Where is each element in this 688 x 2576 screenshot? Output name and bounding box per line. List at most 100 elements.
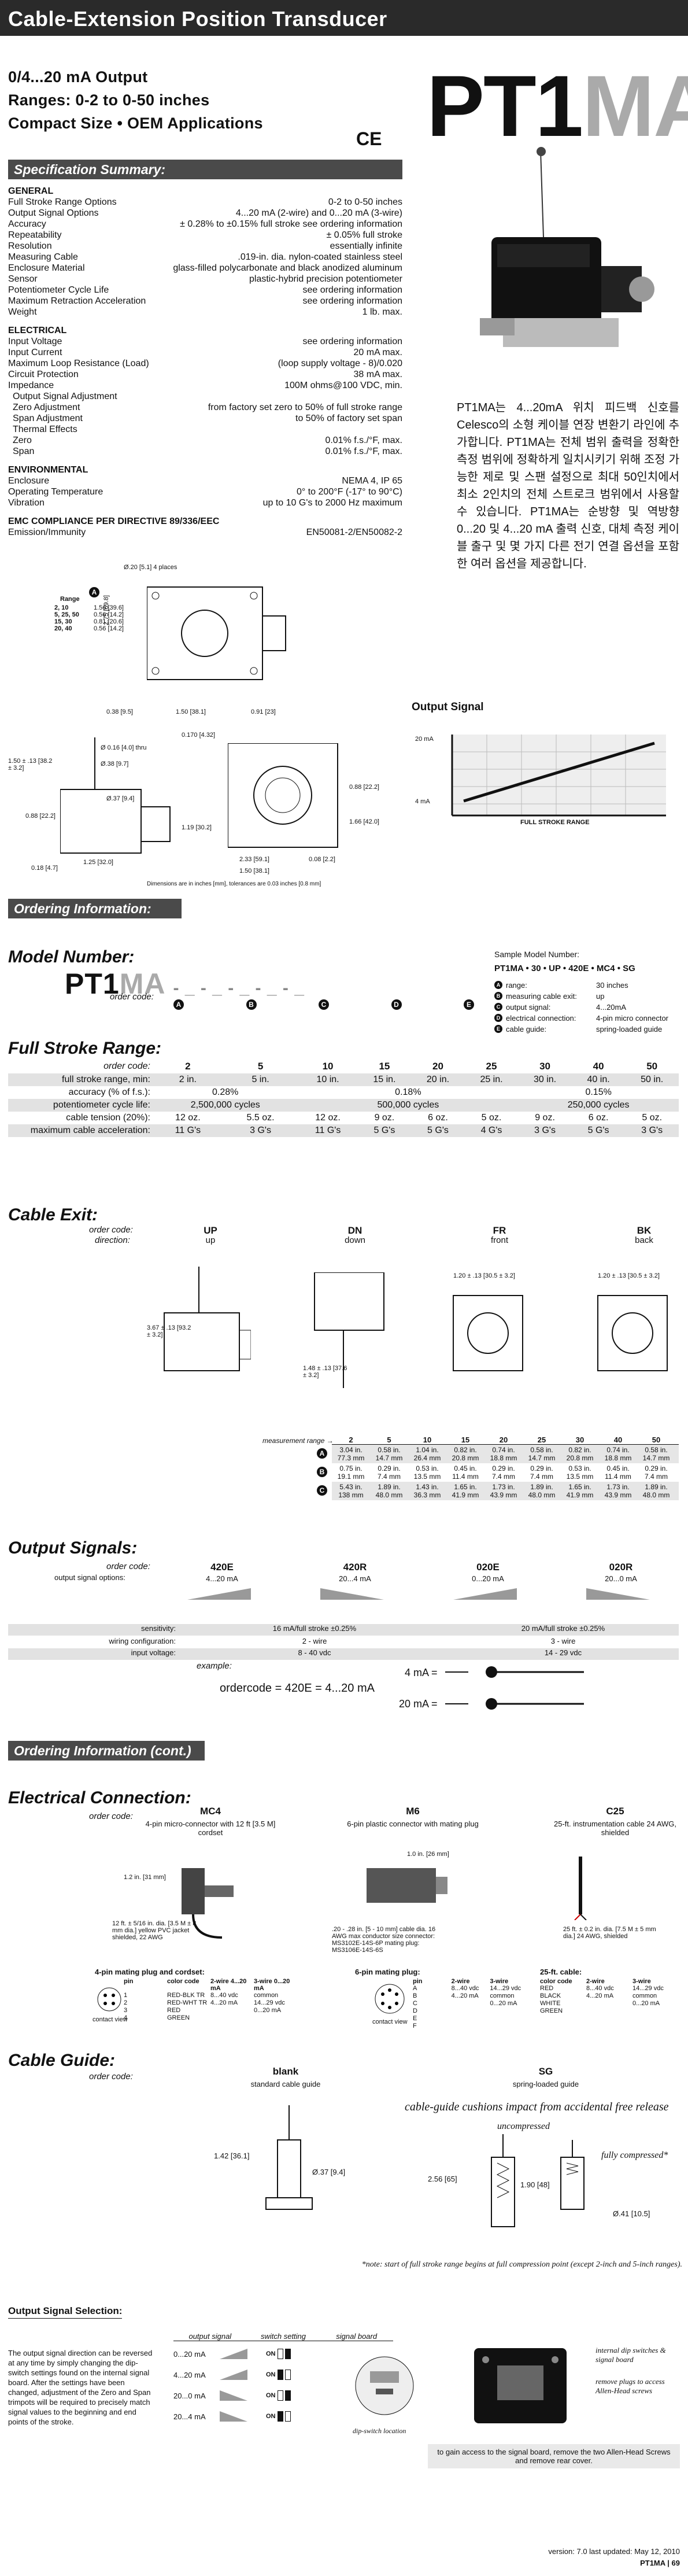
exit-cell-mm: 43.9 mm — [604, 1491, 632, 1499]
mini-cell: 0...20 mA — [632, 2000, 660, 2007]
drawing-range-key: 15, 30 — [54, 618, 72, 625]
exit-cell-in: 1.65 in. — [568, 1483, 591, 1491]
sample-key: output signal: — [506, 1003, 551, 1012]
spec-value: ± 0.05% full stroke — [326, 230, 402, 240]
chart-y-bottom: 4 mA — [415, 798, 430, 805]
spec-label: Maximum Loop Resistance (Load) — [8, 359, 149, 368]
signals-example-visual — [445, 1666, 584, 1710]
header-bar: Cable-Extension Position Transducer — [0, 0, 688, 36]
exit-cell: 0.29 in.7.4 mm — [523, 1464, 561, 1481]
product-photo — [480, 147, 654, 347]
selection-ramp-icon — [220, 2349, 247, 2359]
spec-value: 0.01% f.s./°F, max. — [325, 436, 402, 445]
exit-cell: 0.74 in.18.8 mm — [599, 1446, 637, 1462]
drawing-dim-5: 0.91 [23] — [251, 708, 276, 715]
drawing-dim-17: 1.50 [38.1] — [239, 868, 269, 874]
mini-col: 2-wire — [451, 1978, 470, 1985]
stroke-cell: 11 G's — [175, 1125, 201, 1135]
spec-label: Vibration — [8, 498, 45, 508]
mini-cell: B — [413, 1992, 417, 1999]
exit-cell: 1.89 in.48.0 mm — [637, 1483, 675, 1499]
stroke-cell: 0.28% — [212, 1087, 239, 1097]
exit-cell-mm: 14.7 mm — [642, 1454, 670, 1462]
exit-bk-dim: 1.20 ± .13 [30.5 ± 3.2] — [598, 1272, 660, 1279]
exit-cell-mm: 41.9 mm — [566, 1491, 594, 1499]
stroke-cell: 4 G's — [480, 1125, 502, 1135]
spec-value: plastic-hybrid precision potentiometer — [249, 274, 402, 284]
stroke-cell: 5 in. — [251, 1075, 269, 1084]
exit-cell-in: 0.29 in. — [378, 1464, 401, 1472]
exit-cell-mm: 36.3 mm — [413, 1491, 441, 1499]
spec-row: Output Signal Adjustment — [8, 391, 402, 402]
stroke-row-accuracy: accuracy (% of f.s.):0.28%0.18%0.15% — [8, 1086, 679, 1099]
mini-col: pin — [124, 1978, 134, 1985]
spec-label: Input Voltage — [8, 337, 62, 346]
exit-row-pill: B — [317, 1467, 327, 1477]
stroke-cell: 5 G's — [427, 1125, 449, 1135]
stroke-row-label: cable tension (20%): — [66, 1113, 150, 1123]
drawing-top-view — [147, 586, 286, 680]
exit-cell-in: 0.82 in. — [568, 1446, 591, 1454]
spec-label: Output Signal Adjustment — [13, 392, 117, 401]
sample-key: electrical connection: — [506, 1014, 576, 1023]
sample-pill: D — [494, 1014, 502, 1022]
stroke-row-label: accuracy (% of f.s.): — [68, 1087, 150, 1097]
spec-value: up to 10 G's to 2000 Hz maximum — [262, 498, 402, 508]
drawing-dim-18: 0.88 [22.2] — [349, 784, 379, 791]
drawing-dim-6: 0.170 [4.32] — [182, 732, 216, 739]
exit-code-label: order code: — [89, 1225, 133, 1235]
selection-on-label: ON — [266, 2413, 276, 2420]
drawing-dim-7: Ø 0.16 [4.0] thru — [101, 744, 147, 751]
exit-code-fr: FR — [493, 1225, 506, 1236]
selection-ramp-icon — [220, 2370, 247, 2380]
exit-cell: 0.58 in.14.7 mm — [637, 1446, 675, 1462]
selection-switch: ON — [266, 2349, 291, 2359]
spec-label: Thermal Effects — [13, 425, 77, 434]
selection-on-label: ON — [266, 2350, 276, 2357]
header-title: Cable-Extension Position Transducer — [8, 7, 387, 31]
sample-val: up — [596, 992, 605, 1001]
selection-col: switch setting — [260, 2332, 306, 2341]
mini-cell: GREEN — [167, 2014, 190, 2021]
signals-opt-label: output signal options: — [54, 1573, 125, 1582]
mini-cell: 8...40 vdc — [451, 1985, 479, 1992]
spec-label: Resolution — [8, 241, 52, 251]
spec-general-heading: GENERAL — [8, 186, 54, 196]
spec-label: Measuring Cable — [8, 252, 78, 262]
mini-cell: common — [254, 1992, 279, 1999]
mini-row: E — [413, 2015, 528, 2023]
drawing-dim-3: 0.38 [9.5] — [106, 708, 133, 715]
stroke-cell: 0.18% — [395, 1087, 421, 1097]
drawing-note: Dimensions are in inches [mm], tolerance… — [147, 881, 321, 887]
guide-title: Cable Guide: — [8, 2051, 116, 2070]
spec-value: see ordering information — [302, 337, 402, 346]
mini-cell: 1 — [124, 1992, 128, 1999]
signals-title: Output Signals: — [8, 1538, 138, 1558]
spec-row: Accuracy ± 0.28% to ±0.15% full stroke se… — [8, 219, 402, 230]
exit-cell-in: 1.73 in. — [606, 1483, 630, 1491]
signal-opt-420r: 20...4 mA — [339, 1574, 371, 1583]
spec-label: Accuracy — [8, 219, 46, 229]
mini-cell: RED — [540, 1985, 554, 1992]
signals-ex-20: 20 mA = — [399, 1698, 438, 1710]
spec-label: Emission/Immunity — [8, 527, 86, 537]
dip-switch-icon — [277, 2411, 283, 2422]
exit-cell-in: 0.29 in. — [645, 1464, 668, 1472]
drawing-dim-4: 1.50 [38.1] — [176, 708, 206, 715]
spec-value: ± 0.28% to ±0.15% full stroke see orderi… — [180, 219, 402, 229]
exit-cell: 1.65 in.41.9 mm — [561, 1483, 599, 1499]
model-code: PT1MA - _ - _ - _ - _ - _ — [65, 968, 305, 1000]
